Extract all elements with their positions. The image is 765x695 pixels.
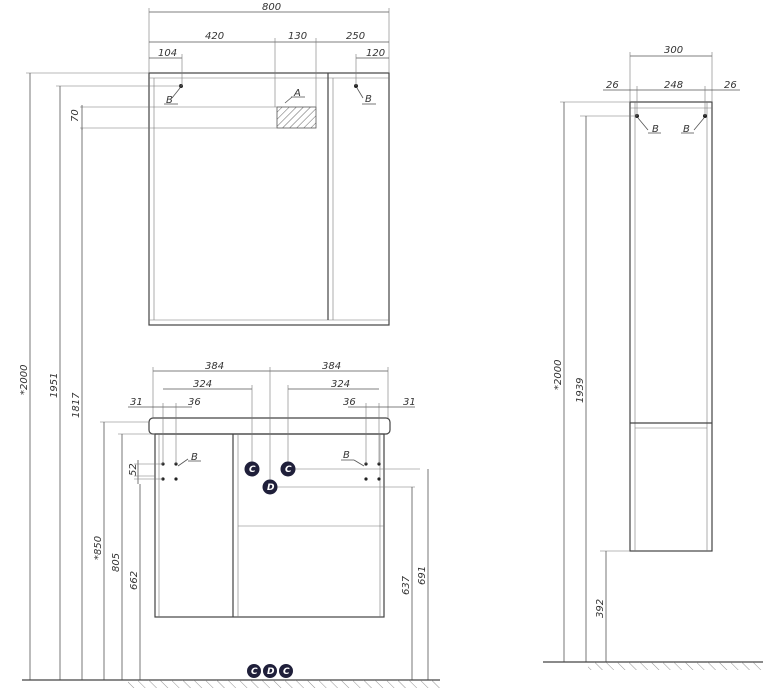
dim-130: 130 <box>288 31 307 42</box>
floor-marker-c-left-label: C <box>251 667 258 677</box>
side-column-body <box>629 101 713 552</box>
dim-70: 70 <box>70 109 81 122</box>
dim-805: 805 <box>111 553 122 572</box>
dim-52: 52 <box>128 463 139 476</box>
height-dimensions-vanity-right: 637 691 <box>401 469 429 680</box>
dim-392: 392 <box>595 599 606 618</box>
dim-1951: 1951 <box>49 373 60 398</box>
label-b-side-left: B <box>652 124 659 135</box>
dim-248: 248 <box>664 80 683 91</box>
dim-420: 420 <box>205 31 224 42</box>
dim-324-left: 324 <box>193 379 212 390</box>
marker-c-right <box>280 461 296 477</box>
dim-2000-left: *2000 <box>19 365 30 395</box>
dim-384-right: 384 <box>322 361 341 372</box>
dim-384-left: 384 <box>205 361 224 372</box>
dim-104: 104 <box>158 48 177 59</box>
vanity-dimensions: 384 384 324 324 31 36 36 31 52 B B C <box>128 361 420 495</box>
dim-800: 800 <box>262 2 281 13</box>
mirror-cabinet-frame <box>148 72 390 326</box>
dim-1939: 1939 <box>575 378 586 403</box>
floor-marker-c-right-label: C <box>283 667 290 677</box>
side-column <box>629 101 713 552</box>
dim-637: 637 <box>401 575 412 595</box>
marker-c-left-label: C <box>249 465 256 475</box>
dim-250: 250 <box>346 31 365 42</box>
marker-c-right-label: C <box>285 465 292 475</box>
dim-850: *850 <box>93 536 104 560</box>
floor-marker-c-left <box>247 664 261 678</box>
dim-662: 662 <box>129 571 140 590</box>
label-b-mirror-left: B <box>166 95 173 106</box>
vanity-top <box>148 417 391 435</box>
mirror-dimensions: 800 420 130 250 104 120 B B A 70 <box>70 2 390 130</box>
hatch-area-a <box>276 106 317 129</box>
dim-324-right: 324 <box>331 379 350 390</box>
label-b-vanity-left: B <box>191 452 198 463</box>
marker-d <box>262 479 278 495</box>
vanity-unit <box>148 417 391 618</box>
floor-right <box>543 661 763 670</box>
dim-31-right: 31 <box>403 397 416 408</box>
label-b-mirror-right: B <box>365 94 372 105</box>
label-b-side-right: B <box>683 124 690 135</box>
side-column-dimensions: 300 26 248 26 B B *2000 1939 392 <box>553 45 740 662</box>
label-b-vanity-right: B <box>343 450 350 461</box>
vanity-body <box>154 433 385 618</box>
marker-c-left <box>244 461 260 477</box>
mirror-cabinet <box>148 72 390 326</box>
dim-1817: 1817 <box>71 392 82 418</box>
floor-marker-d <box>263 664 277 678</box>
label-a: A <box>293 88 301 99</box>
dim-120: 120 <box>366 48 385 59</box>
dim-300: 300 <box>664 45 683 56</box>
floor-left: C D C <box>22 664 440 688</box>
dim-26-right: 26 <box>724 80 737 91</box>
floor-marker-c-right <box>279 664 293 678</box>
dim-691: 691 <box>417 566 428 585</box>
dim-36-right: 36 <box>343 397 356 408</box>
dim-31-left: 31 <box>130 397 143 408</box>
dim-2000-side: *2000 <box>553 360 564 390</box>
dim-36-left: 36 <box>188 397 201 408</box>
floor-marker-d-label: D <box>267 667 275 677</box>
marker-d-label: D <box>267 483 275 493</box>
height-dimensions-left: *2000 1951 1817 *850 805 662 <box>19 72 182 680</box>
dim-26-left: 26 <box>606 80 619 91</box>
